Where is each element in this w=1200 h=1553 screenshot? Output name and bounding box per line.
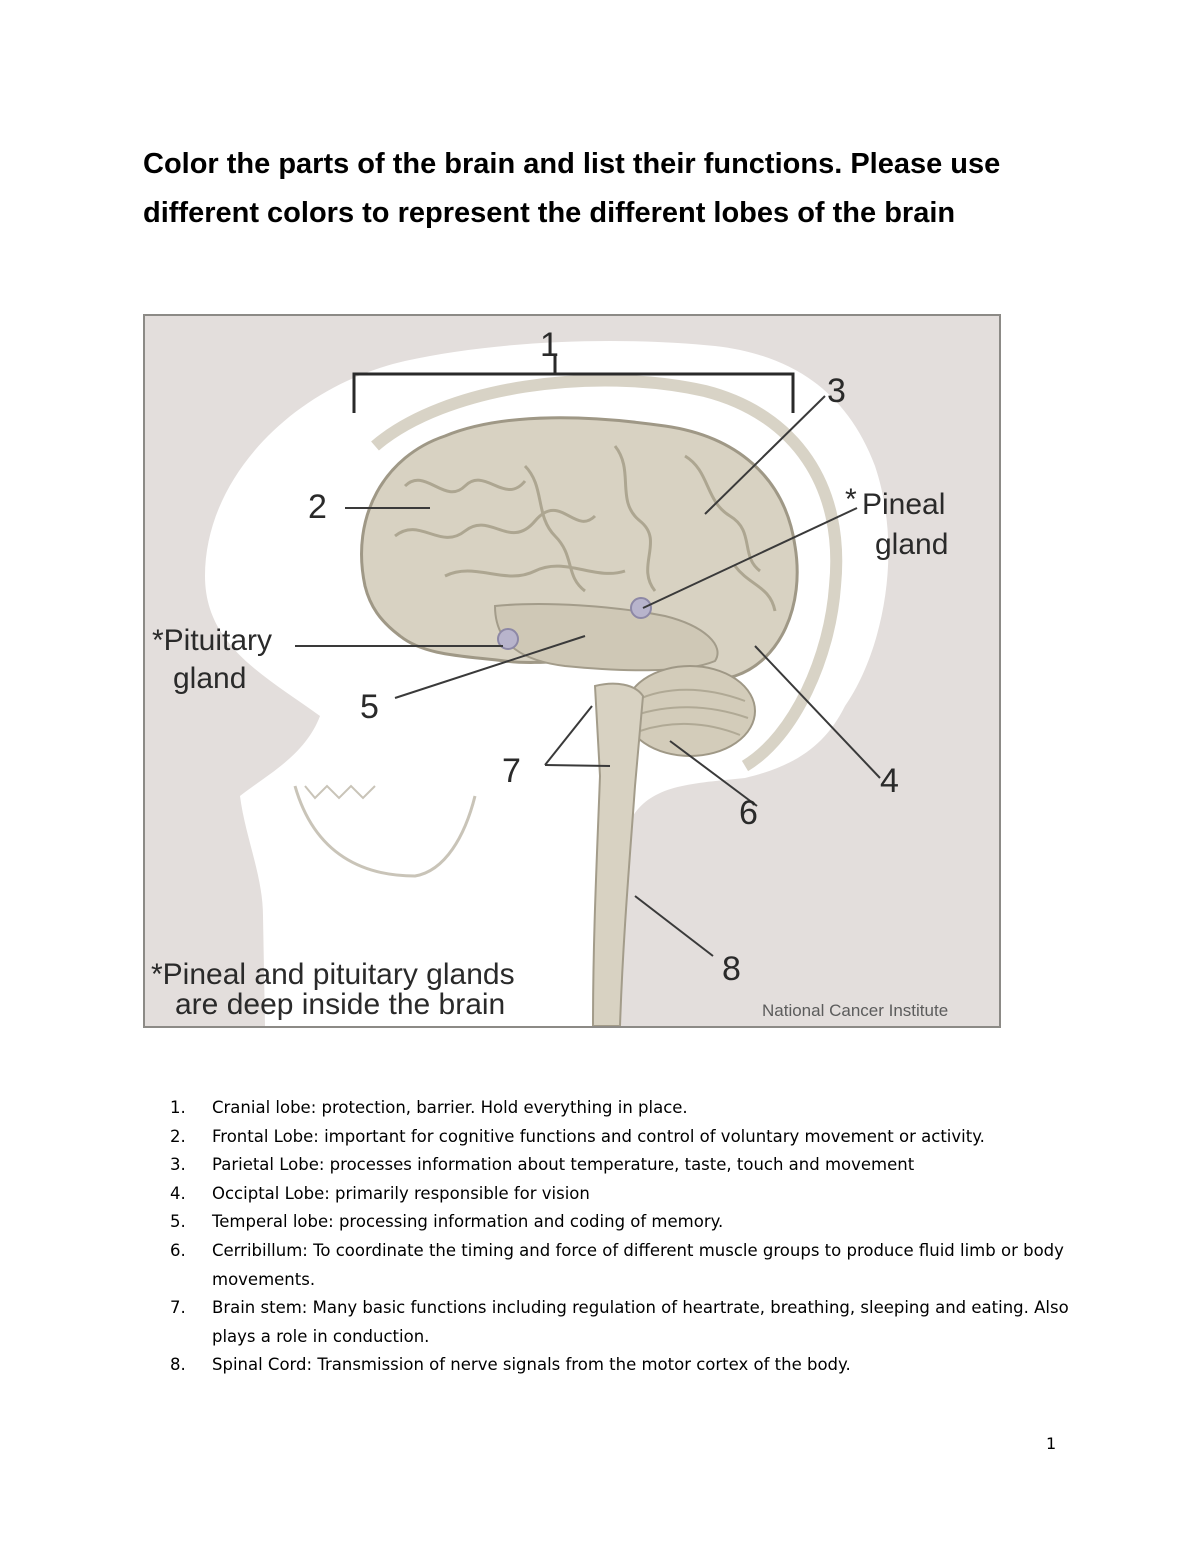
label-1: 1 (540, 326, 559, 364)
pituitary-label-line2: gland (173, 662, 247, 695)
label-1-bracket (352, 356, 795, 413)
skull-outline (371, 374, 843, 772)
label-3: 3 (827, 372, 846, 410)
pituitary-gland-mark (497, 628, 519, 650)
worksheet-heading: Color the parts of the brain and list th… (143, 148, 1001, 229)
list-item: 3.Parietal Lobe: processes information a… (170, 1155, 915, 1175)
footnote-line1: *Pineal and pituitary glands (151, 958, 515, 991)
brain-stem (591, 682, 645, 1026)
gyri-lines (394, 445, 777, 612)
footnote-line2: are deep inside the brain (175, 988, 506, 1021)
list-item: 1.Cranial lobe: protection, barrier. Hol… (170, 1098, 688, 1117)
leader-lines (295, 395, 881, 957)
image-credit: National Cancer Institute (762, 1001, 949, 1020)
pineal-gland-mark (630, 597, 652, 619)
list-item: 2.Frontal Lobe: important for cognitive … (170, 1126, 985, 1146)
pineal-label-line1: Pineal (862, 488, 946, 521)
teeth (304, 784, 376, 800)
label-8: 8 (722, 950, 741, 988)
brain-functions-list: 1.Cranial lobe: protection, barrier. Hol… (170, 1094, 1070, 1380)
list-item: 4.Occiptal Lobe: primarily responsible f… (170, 1183, 590, 1203)
pineal-label-line2: gland (875, 528, 949, 561)
brain-illustration (205, 341, 889, 1026)
temporal-lobe (493, 603, 719, 672)
cerebellum (624, 665, 756, 757)
pineal-star: * (845, 483, 857, 516)
jaw-outline (293, 785, 477, 878)
label-7: 7 (502, 752, 521, 790)
label-6: 6 (739, 794, 758, 832)
brain-diagram: 1 2 3 4 5 6 7 8 * Pineal gland *Pituitar… (143, 314, 1001, 1028)
label-2: 2 (308, 488, 327, 526)
page-number: 1 (1046, 1434, 1057, 1453)
label-4: 4 (880, 762, 899, 800)
list-item: 7.Brain stem: Many basic functions inclu… (170, 1298, 1069, 1346)
list-item: 8.Spinal Cord: Transmission of nerve sig… (170, 1355, 851, 1375)
list-item: 5.Temperal lobe: processing information … (170, 1212, 724, 1232)
list-item: 6.Cerribillum: To coordinate the timing … (170, 1240, 1064, 1289)
label-5: 5 (360, 688, 379, 726)
pituitary-label-line1: *Pituitary (152, 624, 273, 657)
